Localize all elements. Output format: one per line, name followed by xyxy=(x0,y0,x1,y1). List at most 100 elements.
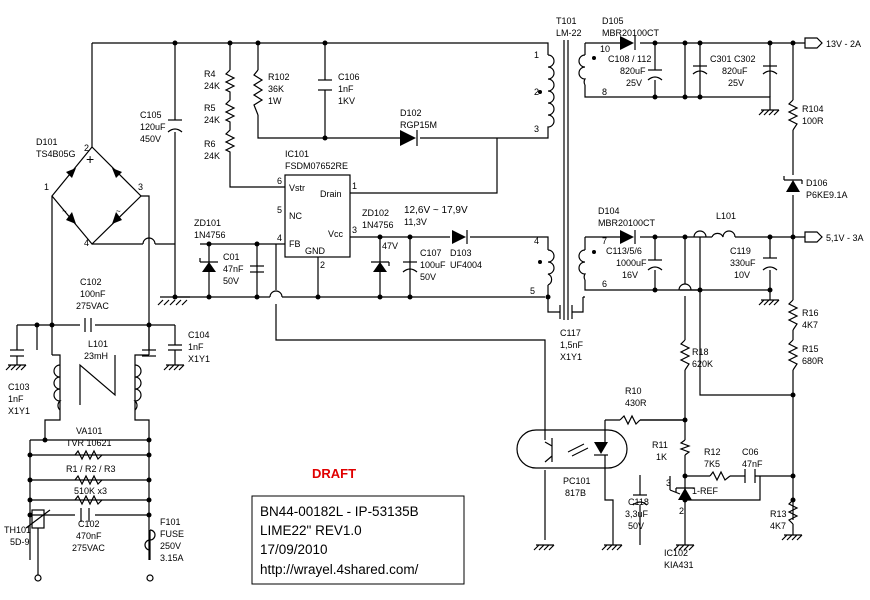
zd102-voltage: 47V xyxy=(382,241,398,251)
r12-symbol xyxy=(709,470,731,482)
d105-value: MBR20100CT xyxy=(602,28,660,38)
va101-symbol xyxy=(74,449,103,461)
ic102-value: KIA431 xyxy=(664,560,694,570)
t101-pin-6: 6 xyxy=(602,279,607,289)
c119-value: 330uF xyxy=(730,258,756,268)
c113-label: C113/5/6 xyxy=(606,246,642,256)
draft-label: DRAFT xyxy=(312,466,356,481)
c06-value: 47nF xyxy=(742,459,763,469)
zd101-symbol xyxy=(199,258,218,272)
zd102-symbol xyxy=(371,261,390,272)
ic101-value: FSDM07652RE xyxy=(285,161,348,171)
c119-rating: 10V xyxy=(734,270,750,280)
c105-rating: 450V xyxy=(140,134,161,144)
c102a-label: C102 xyxy=(80,277,102,287)
output-5v-label: 5,1V - 3A xyxy=(826,233,864,243)
zd102-label: ZD102 xyxy=(362,208,389,218)
c119-label: C119 xyxy=(730,246,751,256)
r102-rating: 1W xyxy=(268,96,282,106)
c106-label: C106 xyxy=(338,72,360,82)
ic102-pin-ref: 1-REF xyxy=(692,486,719,496)
r102-value: 36K xyxy=(268,84,284,94)
title-line-3: 17/09/2010 xyxy=(260,542,328,557)
r13-label: R13 xyxy=(770,509,787,519)
th101-symbol xyxy=(25,509,51,529)
c01-label: C01 xyxy=(223,252,240,262)
ic101-pinnum-3: 3 xyxy=(352,225,357,235)
d106-symbol xyxy=(783,176,803,192)
f101-voltage: 250V xyxy=(160,541,181,551)
r11-label: R11 xyxy=(652,440,668,450)
ic101-pinnum-2: 2 xyxy=(320,260,325,270)
r16-label: R16 xyxy=(802,308,819,318)
d104-symbol xyxy=(620,230,636,244)
ic101-pinnum-5: 5 xyxy=(277,205,282,215)
c117-rating: X1Y1 xyxy=(560,352,582,362)
l101-choke-symbol xyxy=(53,355,142,411)
r16-value: 4K7 xyxy=(802,320,818,330)
c106-symbol xyxy=(318,79,332,91)
ic101-pinnum-6: 6 xyxy=(277,176,282,186)
c301-rating: 25V xyxy=(728,78,744,88)
d105-symbol xyxy=(620,36,636,50)
r102-symbol xyxy=(252,69,264,116)
c01-rating: 50V xyxy=(223,276,239,286)
vcc-range: 12,6V ~ 17,9V xyxy=(404,205,468,216)
ic102-label: IC102 xyxy=(664,548,688,558)
ic101-pin-vstr: Vstr xyxy=(289,183,305,193)
pc101-value: 817B xyxy=(565,488,586,498)
f101-current: 3.15A xyxy=(160,553,184,563)
r4-value: 24K xyxy=(204,81,220,91)
c117-symbol xyxy=(547,305,584,319)
t101-pin-2: 2 xyxy=(534,87,539,97)
f101-symbol xyxy=(144,529,156,551)
c119-symbol xyxy=(762,257,778,271)
c104-label: C104 xyxy=(188,330,210,340)
c105-value: 120uF xyxy=(140,122,166,132)
c105-label: C105 xyxy=(140,110,162,120)
r104-label: R104 xyxy=(802,104,824,114)
c118-label: C118 xyxy=(628,497,649,507)
r6-value: 24K xyxy=(204,151,220,161)
bridge-pin-4: 4 xyxy=(84,238,89,248)
va101-value: TVR 10621 xyxy=(66,438,112,448)
d103-value: UF4004 xyxy=(450,260,482,270)
junctions xyxy=(27,40,796,518)
r102-label: R102 xyxy=(268,72,290,82)
c118-rating: 50V xyxy=(628,521,644,531)
mains-terminal-l xyxy=(34,574,42,582)
t101-symbol xyxy=(538,40,596,320)
r13-value: 4K7 xyxy=(770,521,786,531)
r12-label: R12 xyxy=(704,447,721,457)
pc101-symbol xyxy=(516,420,628,470)
c102b-rating: 275VAC xyxy=(72,543,105,553)
c108-label: C108 / 112 xyxy=(608,54,651,64)
d101-label: D101 xyxy=(36,137,58,147)
c103-c104-symbol xyxy=(10,325,182,365)
ic101-pin-vcc: Vcc xyxy=(328,229,344,239)
c104-rating: X1Y1 xyxy=(188,354,210,364)
ic101-pin-drain: Drain xyxy=(320,189,342,199)
ic101-label: IC101 xyxy=(285,149,309,159)
ground-symbols xyxy=(5,109,803,551)
d101-value: TS4B05G xyxy=(36,149,76,159)
d102-value: RGP15M xyxy=(400,120,437,130)
d105-label: D105 xyxy=(602,16,624,26)
c102a-symbol xyxy=(84,318,92,332)
c301-label: C301 C302 xyxy=(710,54,756,64)
d104-label: D104 xyxy=(598,206,620,216)
c103-value: 1nF xyxy=(8,394,24,404)
c102b-label: C102 xyxy=(78,519,100,529)
c103-label: C103 xyxy=(8,382,30,392)
f101-type: FUSE xyxy=(160,529,184,539)
c118-value: 3,3uF xyxy=(625,509,649,519)
c106-value: 1nF xyxy=(338,84,354,94)
r15-value: 680R xyxy=(802,356,824,366)
svg-text:~: ~ xyxy=(116,207,121,216)
r11-value: 1K xyxy=(656,452,667,462)
r4-label: R4 xyxy=(204,69,216,79)
c107-rating: 50V xyxy=(420,272,436,282)
t101-pin-7: 7 xyxy=(602,236,607,246)
c01-value: 47nF xyxy=(223,264,244,274)
